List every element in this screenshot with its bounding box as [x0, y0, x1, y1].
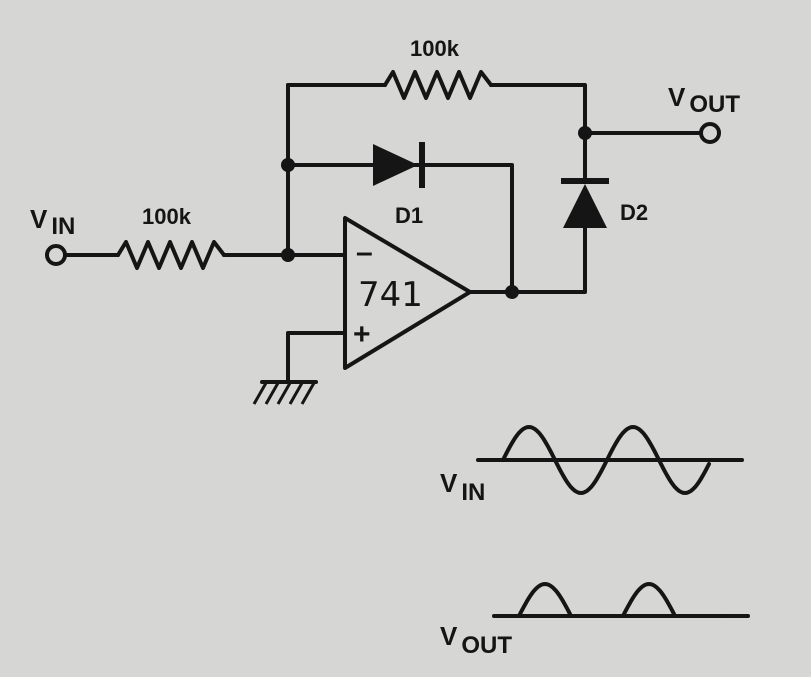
input-resistor-label: 100k [142, 204, 192, 229]
vin-terminal [45, 244, 67, 266]
opamp-triangle [343, 216, 472, 370]
junction-dot [578, 126, 592, 140]
d2-label: D2 [620, 200, 648, 225]
junction-dot [505, 285, 519, 299]
ground-wire [286, 331, 347, 384]
junction-dot [281, 158, 295, 172]
junction-dot [281, 248, 295, 262]
opamp-noninverting-sign: + [353, 318, 371, 351]
vin-waveform [501, 424, 711, 496]
d1-wire [286, 163, 514, 294]
feedback-resistor [383, 70, 493, 100]
input-resistor [116, 240, 226, 270]
d1-label: D1 [395, 203, 423, 228]
feedback-resistor-label: 100k [410, 36, 460, 61]
feedback-top-right [489, 83, 587, 182]
vout-waveform [517, 581, 727, 618]
d1-diode-triangle [373, 144, 418, 186]
vout-terminal [699, 122, 721, 144]
opamp-inverting-sign: – [356, 236, 373, 269]
ground-icon [252, 382, 316, 405]
opamp-output-wire [468, 226, 587, 294]
opamp-model-label: 741 [358, 275, 423, 315]
d2-diode-triangle [563, 184, 607, 228]
